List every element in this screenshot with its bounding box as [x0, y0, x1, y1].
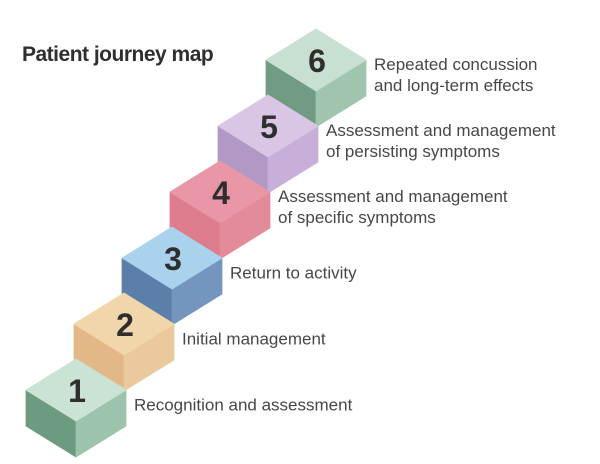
cube-6-top-face [265, 28, 367, 92]
cube-2-top-face [73, 292, 175, 356]
step-number-4: 4 [212, 175, 230, 211]
cube-3-top-face [121, 226, 223, 290]
page-title: Patient journey map [22, 43, 214, 66]
step-number-3: 3 [164, 241, 182, 277]
step-label-6: Repeated concussion and long-term effect… [374, 55, 538, 95]
step-cube-1: 1 [25, 358, 127, 458]
step-label-3: Return to activity [230, 263, 357, 283]
step-label-4: Assessment and management of specific sy… [278, 187, 508, 227]
step-label-2: Initial management [182, 329, 326, 349]
cube-1-top-face [25, 358, 127, 422]
step-number-6: 6 [308, 43, 326, 79]
step-cube-5: 5 [217, 94, 319, 194]
step-label-5: Assessment and management of persisting … [326, 121, 556, 161]
step-cube-2: 2 [73, 292, 175, 392]
step-number-1: 1 [68, 373, 86, 409]
cube-4-top-face [169, 160, 271, 224]
step-label-1: Recognition and assessment [134, 395, 353, 415]
step-cube-3: 3 [121, 226, 223, 326]
cube-5-top-face [217, 94, 319, 158]
step-cube-4: 4 [169, 160, 271, 260]
step-cube-6: 6 [265, 28, 367, 128]
step-number-5: 5 [260, 109, 278, 145]
step-number-2: 2 [116, 307, 134, 343]
